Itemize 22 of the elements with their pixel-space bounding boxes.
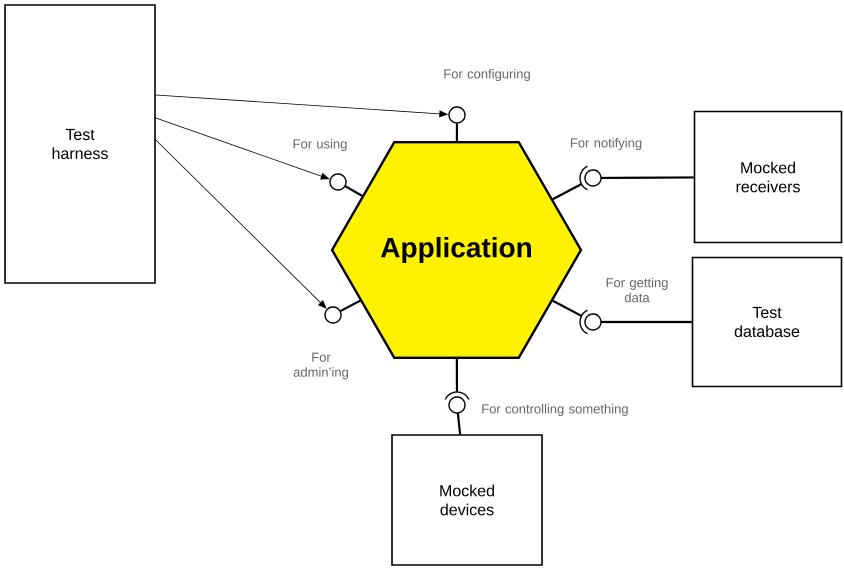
- connector: [456, 124, 458, 141]
- connector: [456, 359, 458, 392]
- port-circle: [329, 173, 347, 191]
- socket-symbol: [579, 310, 602, 334]
- connector: [601, 176, 694, 180]
- component-box: Test database: [692, 256, 842, 388]
- component-box: Mocked receivers: [694, 110, 842, 244]
- port-label: For configuring: [444, 68, 530, 82]
- port-label: For getting data: [606, 278, 668, 302]
- connector: [340, 300, 360, 312]
- connector: [601, 320, 692, 324]
- connector: [456, 413, 462, 434]
- connector: [345, 185, 363, 197]
- port-circle: [324, 306, 342, 324]
- socket-symbol: [444, 391, 470, 414]
- component-box: Mocked devices: [391, 434, 543, 566]
- component-box: Test harness: [4, 4, 156, 284]
- socket-symbol: [579, 166, 602, 190]
- connector: [552, 183, 582, 200]
- port-circle: [448, 106, 466, 124]
- connector: [552, 300, 582, 317]
- port-label: For controlling something: [482, 404, 628, 416]
